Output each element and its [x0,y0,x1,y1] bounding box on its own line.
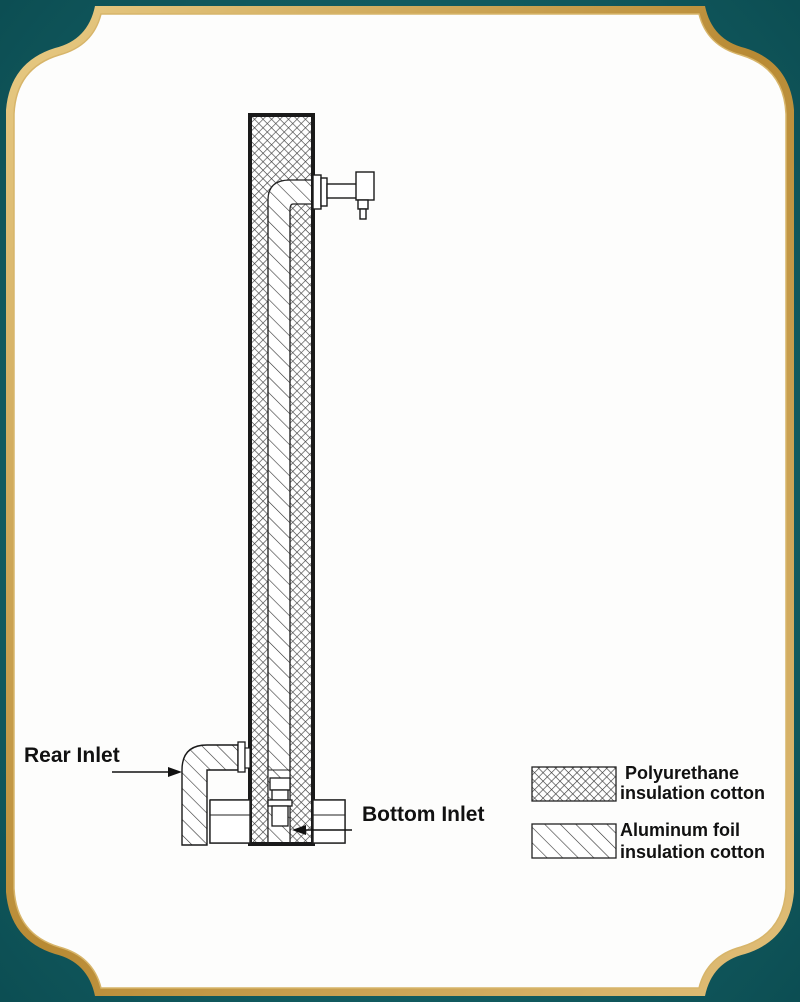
rear-inlet-arrow [112,767,182,777]
legend-polyurethane-line1: Polyurethane [625,763,739,783]
rear-inlet-label: Rear Inlet [24,744,120,767]
tank-outer-wall [248,113,315,846]
bottom-fittings [267,777,293,827]
top-outlet-valve [312,171,375,220]
tank-cross-section [181,113,375,846]
legend-swatch-polyurethane [531,766,617,802]
legend-swatch-aluminum [531,823,617,859]
bottom-inlet-label: Bottom Inlet [362,803,484,826]
rear-inlet-flange-inner [244,747,251,769]
legend-polyurethane-line2: insulation cotton [620,783,765,803]
legend-aluminum-line2: insulation cotton [620,842,765,862]
base-right [312,799,346,844]
bottom-inlet-arrow [292,825,352,835]
rear-inlet-pipe [181,744,239,846]
legend: Polyurethane insulation cotton Aluminum … [531,763,765,862]
base-left [209,799,251,844]
legend-aluminum-line1: Aluminum foil [620,820,740,840]
rear-inlet-flange [237,741,246,773]
